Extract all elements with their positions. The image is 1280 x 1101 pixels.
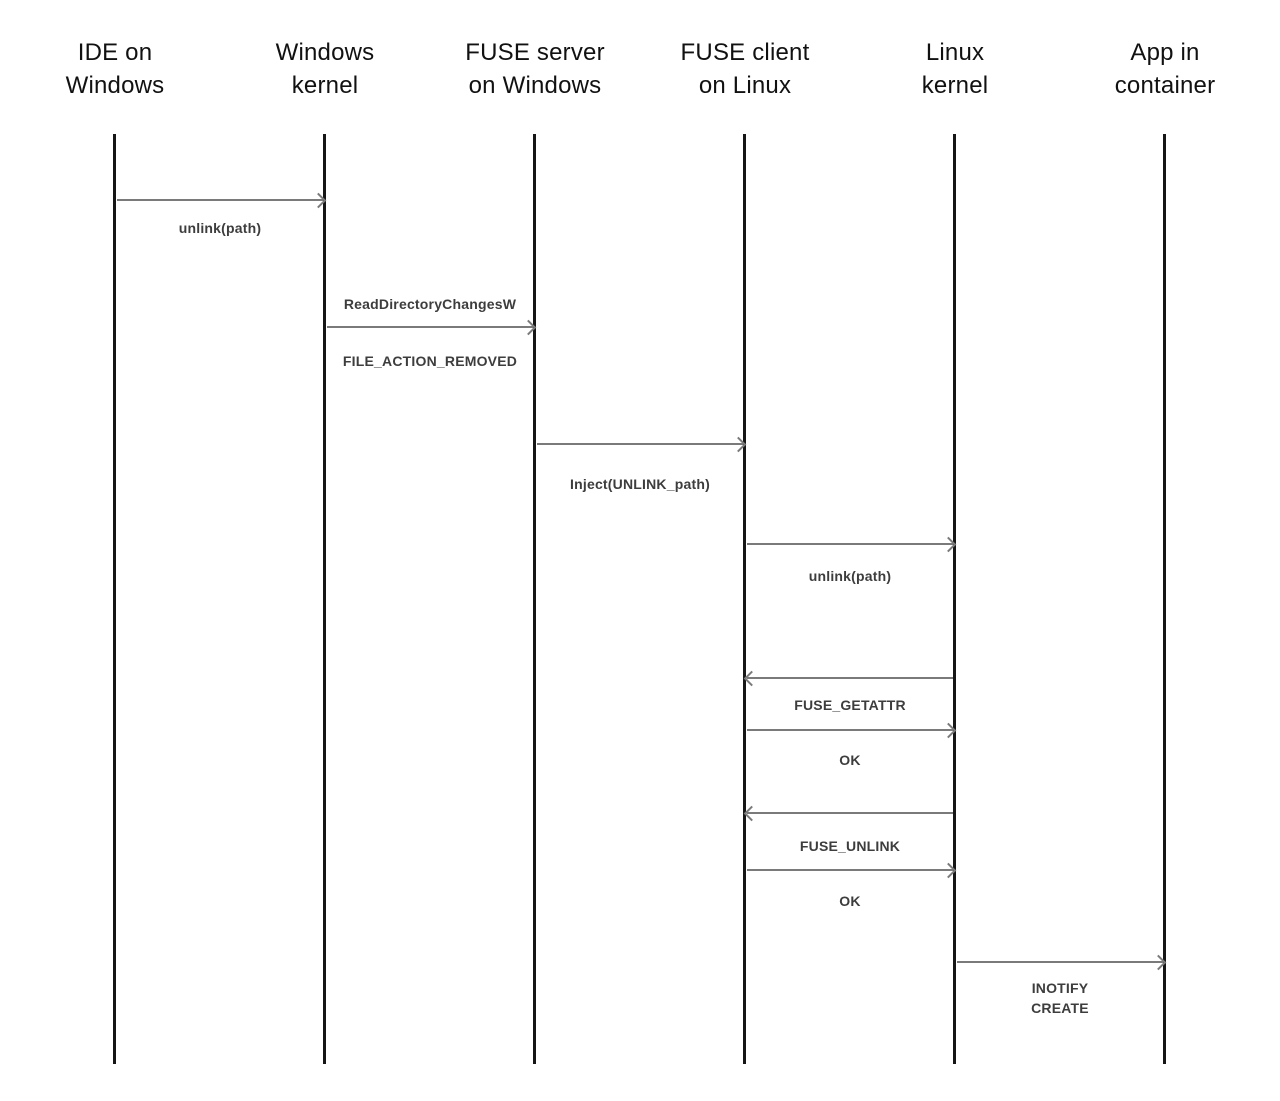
lifeline-fuse-client-linux: [743, 134, 746, 1064]
lifeline-linux-kernel: [953, 134, 956, 1064]
message-label: OK: [839, 752, 861, 768]
message-label: Inject(UNLINK_path): [570, 476, 710, 492]
message-arrow-unlink-path-2: [747, 536, 957, 552]
arrowhead-left-icon: [743, 805, 760, 821]
lifeline-app-in-container: [1163, 134, 1166, 1064]
message-arrow-inject-unlink-path: [537, 436, 747, 452]
message-label: OK: [839, 893, 861, 909]
actor-label-linux-kernel: Linux kernel: [921, 39, 989, 99]
message-label-below: FILE_ACTION_REMOVED: [342, 353, 518, 369]
message-arrow-inotify-create: [957, 954, 1167, 970]
message-label: unlink(path): [178, 220, 262, 236]
message-arrow-fuse-unlink: [743, 805, 953, 821]
message-arrow-ok-2: [747, 862, 957, 878]
actor-label-fuse-client-linux: FUSE client on Linux: [680, 39, 810, 99]
actor-label-ide-on-windows: IDE on Windows: [65, 39, 165, 99]
message-label: FUSE_GETATTR: [794, 697, 906, 713]
message-label: unlink(path): [808, 568, 892, 584]
message-arrow-ok-1: [747, 722, 957, 738]
lifeline-windows-kernel: [323, 134, 326, 1064]
actor-label-app-in-container: App in container: [1114, 39, 1216, 99]
message-arrow-fuse-getattr: [743, 670, 953, 686]
message-label: INOTIFY CREATE: [1031, 980, 1089, 1016]
arrowhead-left-icon: [743, 670, 760, 686]
message-label-above: ReadDirectoryChangesW: [343, 296, 517, 312]
lifeline-ide-on-windows: [113, 134, 116, 1064]
actor-label-fuse-server-windows: FUSE server on Windows: [465, 39, 605, 99]
message-arrow-readdirectorychangesw: [327, 319, 537, 335]
message-arrow-unlink-path-1: [117, 192, 327, 208]
message-label: FUSE_UNLINK: [799, 838, 901, 854]
lifeline-fuse-server-windows: [533, 134, 536, 1064]
actor-label-windows-kernel: Windows kernel: [275, 39, 375, 99]
